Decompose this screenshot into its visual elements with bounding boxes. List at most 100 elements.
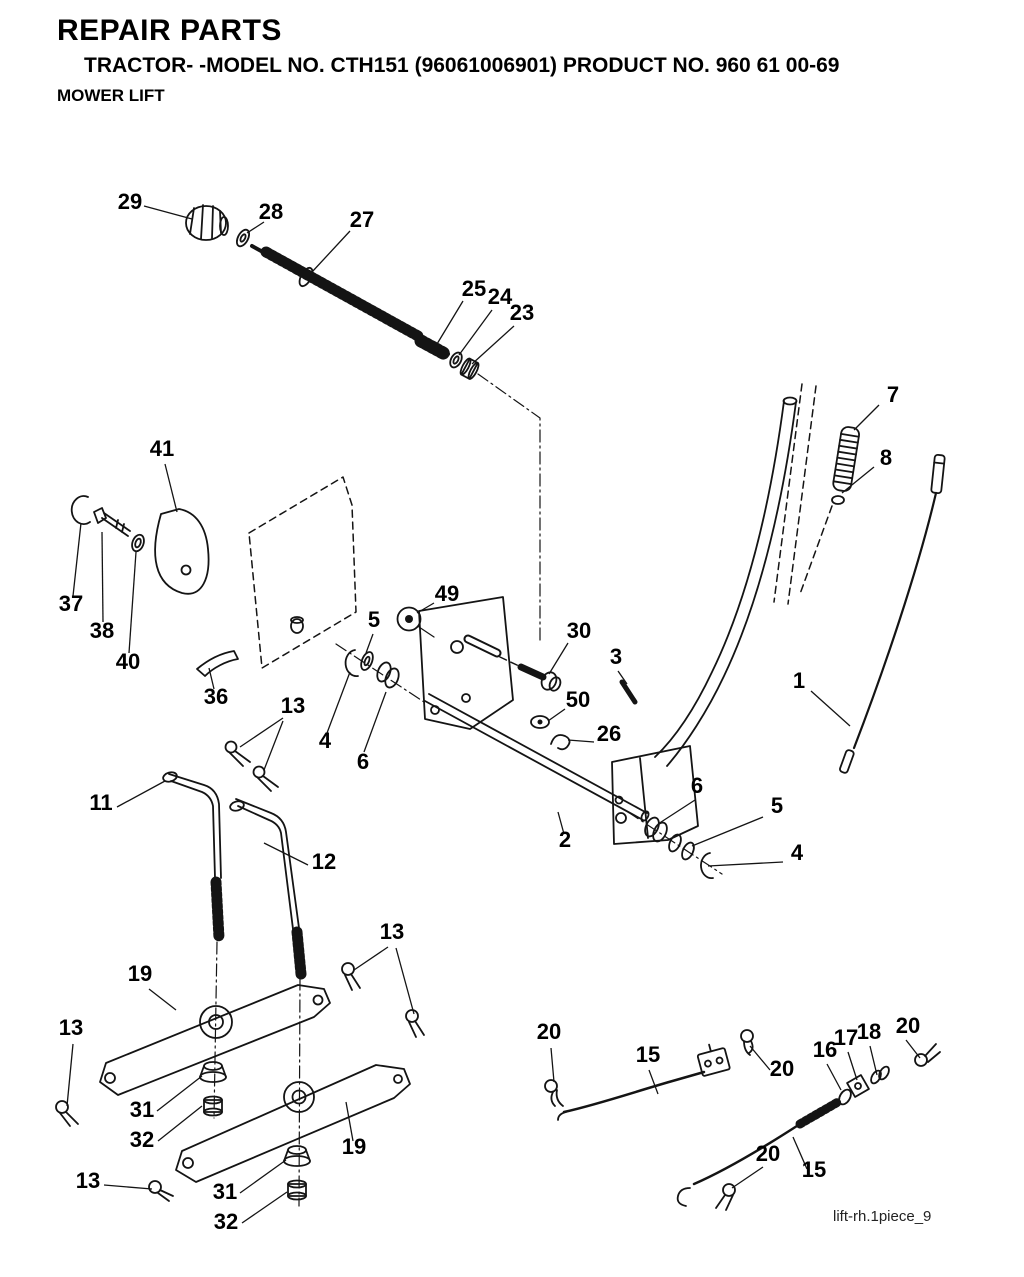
part-callout-31: 31 xyxy=(130,1097,154,1122)
part-lift-handle xyxy=(611,396,798,845)
part-ring-37 xyxy=(70,495,91,525)
part-callout-13: 13 xyxy=(76,1168,100,1193)
part-nut-23 xyxy=(459,357,480,380)
part-callout-32: 32 xyxy=(214,1209,238,1234)
part-callout-23: 23 xyxy=(510,300,534,325)
part-callout-19: 19 xyxy=(128,961,152,986)
part-lift-arm-12 xyxy=(229,798,307,1207)
part-callout-5: 5 xyxy=(368,607,380,632)
part-callout-31: 31 xyxy=(213,1179,237,1204)
part-callout-8: 8 xyxy=(880,445,892,470)
part-nut-16 xyxy=(838,1088,852,1106)
part-callout-30: 30 xyxy=(567,618,591,643)
part-callout-28: 28 xyxy=(259,199,283,224)
part-callout-12: 12 xyxy=(312,849,336,874)
part-nut-32-upper xyxy=(203,1095,223,1117)
part-clip-13-mid-b xyxy=(405,1009,425,1038)
part-callout-38: 38 xyxy=(90,618,114,643)
part-knob-29 xyxy=(185,204,229,241)
part-callout-16: 16 xyxy=(813,1037,837,1062)
section-title: MOWER LIFT xyxy=(57,86,165,105)
part-lift-arm-11 xyxy=(162,771,225,1119)
part-callout-37: 37 xyxy=(59,591,83,616)
drawing-reference: lift-rh.1piece_9 xyxy=(833,1208,932,1225)
part-bolt-38 xyxy=(93,507,131,537)
part-cable-15-lower xyxy=(676,1043,941,1211)
part-callout-20: 20 xyxy=(770,1056,794,1081)
part-callout-6: 6 xyxy=(357,749,369,774)
part-callout-1: 1 xyxy=(793,668,805,693)
part-lever-36 xyxy=(196,650,239,677)
part-washer-50 xyxy=(530,715,550,729)
part-callout-20: 20 xyxy=(756,1141,780,1166)
part-callout-41: 41 xyxy=(150,436,174,461)
part-callout-18: 18 xyxy=(857,1019,881,1044)
part-block-17 xyxy=(846,1074,870,1098)
leader-lines xyxy=(66,205,921,1224)
part-callout-40: 40 xyxy=(116,649,140,674)
axis-right-washers xyxy=(627,811,723,875)
part-callout-26: 26 xyxy=(597,721,621,746)
part-callout-24: 24 xyxy=(488,284,513,309)
part-cap-8 xyxy=(831,495,845,505)
part-callout-29: 29 xyxy=(118,189,142,214)
part-callout-27: 27 xyxy=(350,207,374,232)
part-spring-25 xyxy=(414,334,452,361)
model-line: TRACTOR- -MODEL NO. CTH151 (96061006901)… xyxy=(84,54,840,77)
part-callout-25: 25 xyxy=(462,276,486,301)
part-callout-20: 20 xyxy=(537,1019,561,1044)
part-clip-13-bottom xyxy=(148,1180,174,1202)
axis-left-washers xyxy=(335,643,425,703)
part-callout-19: 19 xyxy=(342,1134,366,1159)
part-lift-arm-19-upper xyxy=(99,984,331,1096)
part-nut-32-lower xyxy=(287,1179,307,1201)
part-callout-2: 2 xyxy=(559,827,571,852)
part-fitting-18 xyxy=(870,1065,890,1085)
part-bushing-31-lower xyxy=(283,1145,311,1167)
part-washer-40 xyxy=(131,533,145,553)
part-grommet-49 xyxy=(396,606,435,638)
part-washer-28 xyxy=(235,228,251,248)
part-callout-17: 17 xyxy=(834,1025,858,1050)
part-clip-4-right xyxy=(700,852,714,879)
mounting-plate-dashed xyxy=(248,476,357,669)
part-callout-7: 7 xyxy=(887,382,899,407)
part-clip-26 xyxy=(550,734,571,751)
diagram-parts-layer xyxy=(55,204,946,1211)
part-callout-32: 32 xyxy=(130,1127,154,1152)
part-callout-13: 13 xyxy=(59,1015,83,1040)
part-callout-20: 20 xyxy=(896,1013,920,1038)
part-callout-5: 5 xyxy=(771,793,783,818)
part-cable-15-upper xyxy=(544,1029,754,1121)
grip-assembly-dash xyxy=(799,505,833,595)
part-callout-49: 49 xyxy=(435,581,459,606)
handle-hidden-dash xyxy=(773,383,817,605)
part-callout-15: 15 xyxy=(636,1042,660,1067)
part-washer-5-left xyxy=(360,651,374,671)
part-callout-13: 13 xyxy=(380,919,404,944)
part-lift-arm-19-lower xyxy=(175,1064,411,1183)
part-bushing-6-left xyxy=(376,661,400,689)
part-lift-shaft-plate-2 xyxy=(418,596,514,730)
part-grip-7 xyxy=(832,426,860,492)
part-clip-13-mid-a xyxy=(341,962,361,991)
part-callout-4: 4 xyxy=(319,728,332,753)
centerline xyxy=(477,373,541,641)
part-clip-13-left xyxy=(55,1100,79,1127)
part-washer-5-right xyxy=(668,833,695,861)
part-callout-4: 4 xyxy=(791,840,804,865)
part-clip-4-left xyxy=(344,649,359,677)
part-callout-11: 11 xyxy=(89,790,112,815)
part-callout-6: 6 xyxy=(691,773,703,798)
page-title: REPAIR PARTS xyxy=(57,14,282,47)
part-spring-rod-27 xyxy=(250,244,450,356)
part-clip-13-upper-a xyxy=(224,740,251,767)
part-callout-3: 3 xyxy=(610,644,622,669)
part-bolt-30 xyxy=(499,656,562,692)
part-bushing-31-upper xyxy=(199,1061,227,1083)
part-callout-15: 15 xyxy=(802,1157,826,1182)
part-callout-50: 50 xyxy=(566,687,590,712)
